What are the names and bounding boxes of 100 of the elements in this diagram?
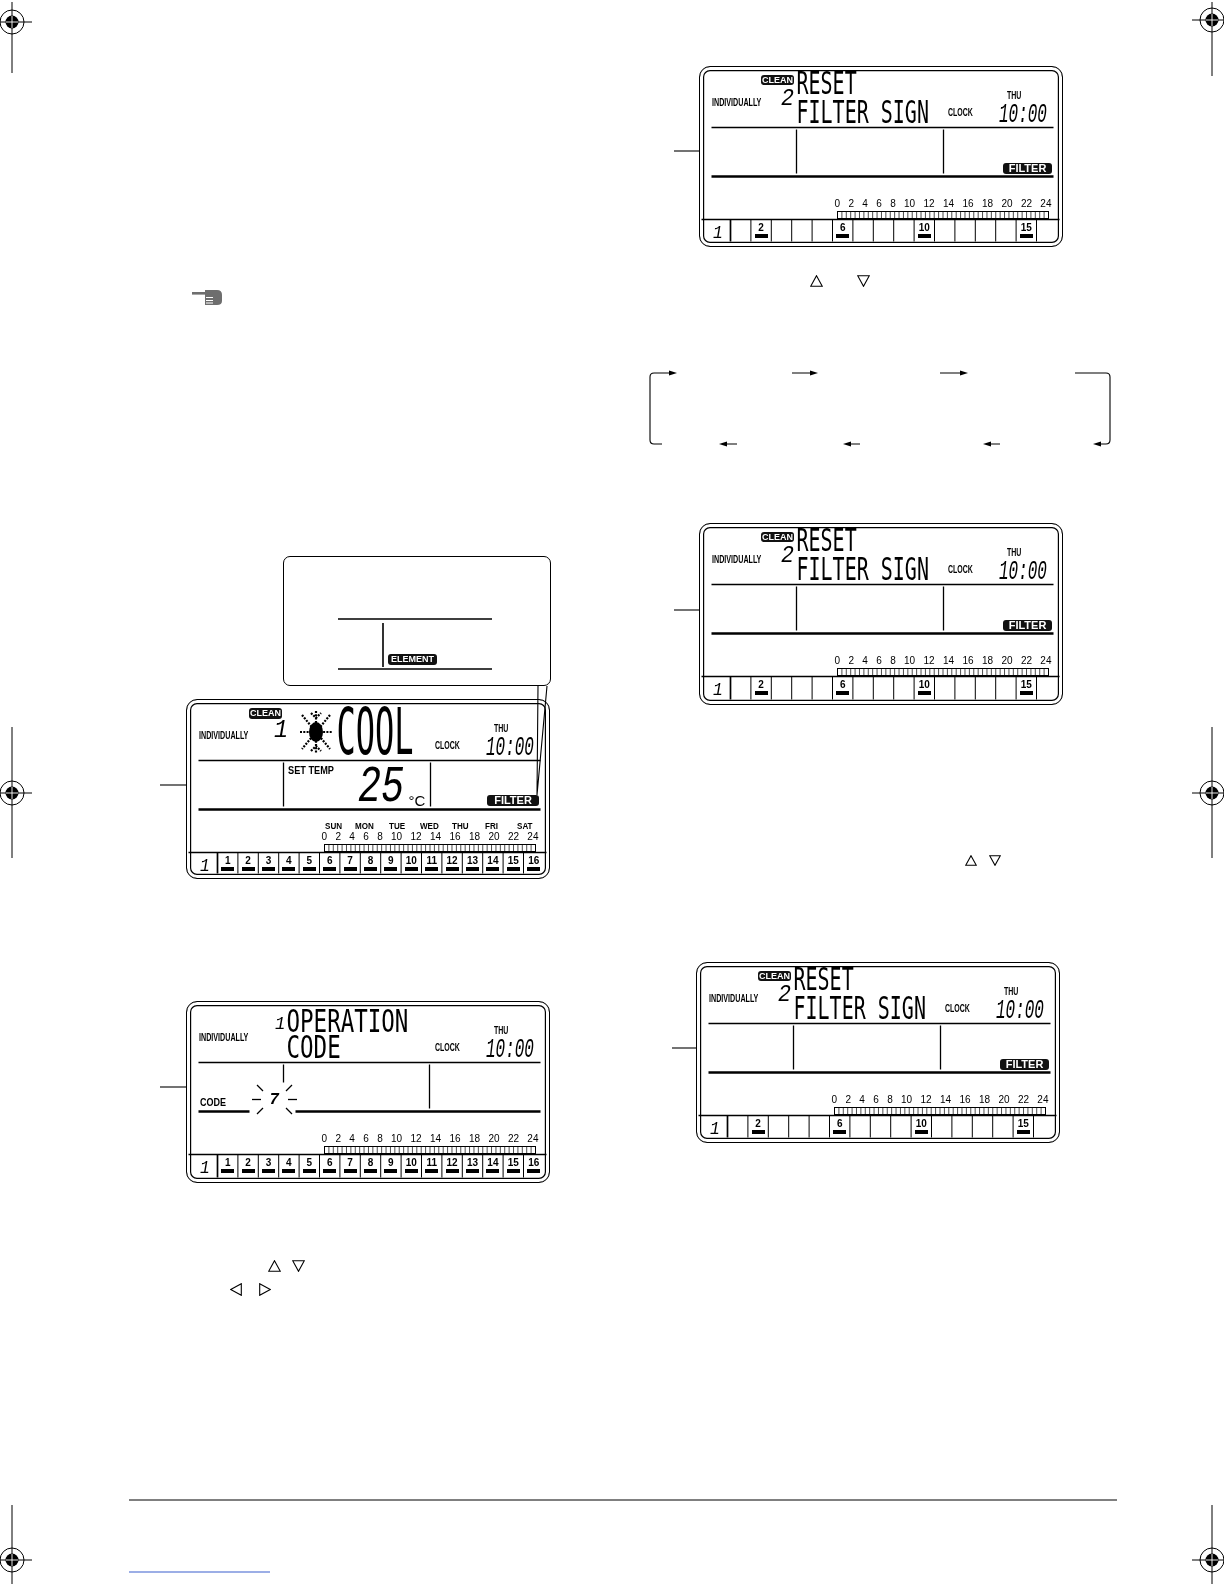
- zone-number: 1: [221, 855, 235, 871]
- weekday-label: FRI: [484, 821, 498, 831]
- zone-number: 10: [404, 855, 418, 871]
- weekday-label: TUE: [388, 821, 405, 831]
- status-indicator: FILTER: [1003, 620, 1052, 631]
- weekday-label: MON: [354, 821, 374, 831]
- weekday-label: SAT: [516, 821, 533, 831]
- callout-tail: [536, 685, 548, 796]
- zone-number: 15: [1019, 679, 1033, 695]
- status-indicator: FILTER: [487, 795, 539, 806]
- unit-number: 1: [273, 719, 288, 741]
- day-label: THU: [493, 724, 508, 735]
- group-number: 1: [712, 682, 723, 697]
- zone-number: 10: [404, 1157, 418, 1173]
- day-label: THU: [1006, 548, 1021, 559]
- weekday-label: THU: [451, 821, 469, 831]
- zone-number: 15: [506, 1157, 520, 1173]
- leader-line: [673, 609, 700, 611]
- group-number: 1: [199, 858, 210, 873]
- zone-number: 8: [364, 1157, 377, 1173]
- clock-label: CLOCK: [434, 741, 460, 752]
- setting-label: SET TEMP: [287, 766, 334, 777]
- mode-label: INDIVIDUALLY: [198, 730, 248, 742]
- day-label: THU: [493, 1026, 508, 1037]
- zone-number: 6: [836, 222, 850, 238]
- clock-time: 10:00: [485, 737, 534, 760]
- zone-number: 2: [241, 855, 255, 871]
- leader-line: [159, 1086, 187, 1088]
- zone-number: 2: [754, 222, 768, 238]
- leader-line: [673, 150, 700, 152]
- zone-number: 1: [221, 1157, 235, 1173]
- status-indicator: CLEAN: [761, 532, 794, 542]
- clock-label: CLOCK: [944, 1004, 970, 1015]
- zone-number: 14: [486, 855, 500, 871]
- hour-scale: 0 2 4 6 8 10 12 14 16 18 20 22 24: [321, 1134, 539, 1145]
- zone-number: 11: [425, 855, 439, 871]
- zone-number: 13: [466, 855, 479, 871]
- zone-number: 11: [425, 1157, 439, 1173]
- clock-label: CLOCK: [947, 108, 973, 119]
- zone-number: 7: [343, 855, 357, 871]
- zone-number: 2: [751, 1118, 765, 1134]
- zone-number: 10: [914, 1118, 928, 1134]
- clock-time: 10:00: [998, 561, 1047, 584]
- zone-number: 6: [836, 679, 850, 695]
- mode-label: INDIVIDUALLY: [198, 1032, 248, 1044]
- unit-number: 2: [780, 89, 794, 109]
- zone-number: 6: [323, 1157, 337, 1173]
- zone-number: 8: [364, 855, 377, 871]
- zone-number: 4: [282, 855, 296, 871]
- zone-number: 9: [384, 1157, 398, 1173]
- status-indicator: FILTER: [1000, 1059, 1049, 1070]
- mode-label: INDIVIDUALLY: [708, 993, 758, 1005]
- unit-number: 1: [274, 1016, 285, 1032]
- zone-number: 5: [302, 855, 316, 871]
- blinking-digit: 7: [251, 1083, 297, 1115]
- leader-line: [159, 784, 187, 786]
- status-indicator: CLEAN: [249, 708, 282, 719]
- zone-number: 13: [466, 1157, 479, 1173]
- status-indicator: FILTER: [1003, 163, 1052, 174]
- zone-number: 15: [1019, 222, 1033, 238]
- zone-number: 6: [323, 855, 337, 871]
- zone-number: 16: [527, 855, 541, 871]
- weekday-label: WED: [419, 821, 439, 831]
- mode-text: COOL: [336, 705, 415, 758]
- temperature-value: 25: [357, 766, 404, 809]
- mode-label: INDIVIDUALLY: [711, 554, 761, 566]
- zone-number: 14: [486, 1157, 500, 1173]
- hour-scale: 0 2 4 6 8 10 12 14 16 18 20 22 24: [321, 832, 539, 843]
- unit-number: 2: [780, 546, 794, 566]
- code-label: CODE: [199, 1098, 226, 1109]
- message-text: RESET FILTER SIGN: [796, 69, 930, 127]
- zone-number: 2: [754, 679, 768, 695]
- zone-number: 2: [241, 1157, 255, 1173]
- message-text: OPERATION CODE: [286, 1007, 410, 1061]
- hour-scale: 0 2 4 6 8 10 12 14 16 18 20 22 24: [834, 199, 1052, 210]
- weekday-label: SUN: [324, 821, 342, 831]
- zone-number: 6: [833, 1118, 847, 1134]
- zone-number: 10: [917, 222, 931, 238]
- status-indicator: CLEAN: [761, 75, 794, 85]
- leader-line: [671, 1047, 697, 1049]
- callout-bubble: [283, 556, 551, 686]
- zone-number: 7: [343, 1157, 357, 1173]
- unit-label: °C: [408, 792, 426, 808]
- message-text: RESET FILTER SIGN: [793, 965, 927, 1023]
- unit-number: 2: [777, 985, 791, 1005]
- zone-number: 16: [527, 1157, 541, 1173]
- zone-number: 15: [1016, 1118, 1030, 1134]
- hour-scale: 0 2 4 6 8 10 12 14 16 18 20 22 24: [831, 1095, 1049, 1106]
- zone-number: 4: [282, 1157, 296, 1173]
- clock-time: 10:00: [995, 1000, 1044, 1023]
- status-indicator: ELEMENT: [388, 654, 437, 665]
- clock-time: 10:00: [998, 104, 1047, 127]
- message-text: RESET FILTER SIGN: [796, 526, 930, 584]
- hour-scale: 0 2 4 6 8 10 12 14 16 18 20 22 24: [834, 656, 1052, 667]
- zone-number: 5: [302, 1157, 316, 1173]
- group-number: 1: [709, 1121, 720, 1136]
- clock-label: CLOCK: [947, 565, 973, 576]
- zone-number: 12: [445, 1157, 459, 1173]
- status-indicator: CLEAN: [758, 971, 791, 981]
- mode-label: INDIVIDUALLY: [711, 97, 761, 109]
